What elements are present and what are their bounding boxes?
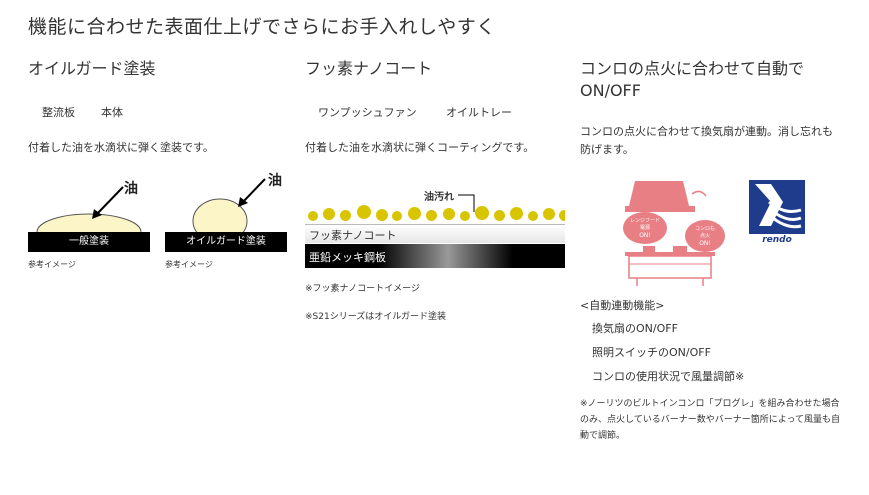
- auto-onoff-heading-line2: ON/OFF: [580, 81, 641, 100]
- arrow-oilguard: [241, 178, 266, 204]
- page-title: 機能に合わせた表面仕上げでさらにお手入れしやすく: [28, 16, 496, 38]
- auto-onoff-description: コンロの点火に合わせて換気扇が連動。消し忘れも防げます。: [580, 125, 833, 156]
- bar-general-paint: 一般塗装: [28, 232, 150, 252]
- range-hood-shape: [629, 181, 689, 206]
- rendo-logo-mark: [755, 184, 802, 229]
- bubble-right-line3: ON!: [699, 240, 711, 247]
- s21-series-note: ※S21シリーズはオイルガード塗装: [305, 312, 446, 322]
- part-label-hontai: 本体: [101, 106, 123, 119]
- bubble-hood-on: [623, 212, 667, 244]
- auto-onoff-heading-line1: コンロの点火に合わせて自動で: [580, 59, 805, 78]
- fluoro-coat-layer: フッ素ナノコート: [305, 224, 565, 243]
- oil-label-oilguard: 油: [268, 173, 282, 189]
- nanocoat-description: 付着した油を水滴状に弾くコーティングです。: [305, 141, 535, 154]
- auto-function-title: <自動連動機能>: [580, 299, 665, 312]
- kitchen-illustration: レンジフード 電源 ON! コンロも 点火 ON!: [623, 181, 725, 286]
- part-label-seiryuban: 整流板: [42, 106, 75, 119]
- bubble-left-line1: レンジフード: [630, 218, 660, 224]
- function-item-airflow: コンロの使用状況で風量調節※: [592, 370, 745, 383]
- oil-stain-pointer: [458, 194, 475, 212]
- fluoro-nanocoat-heading: フッ素ナノコート: [305, 59, 433, 78]
- oil-droplets-row: [305, 205, 565, 227]
- part-label-fan: ワンプッシュファン: [318, 106, 417, 119]
- bubble-left-line2: 電源: [640, 224, 650, 231]
- oil-label-general: 油: [124, 181, 138, 197]
- bar-oilguard-paint: オイルガード塗装: [165, 232, 287, 252]
- reference-note-right: 参考イメージ: [165, 260, 213, 269]
- bubble-stove-on: [685, 220, 725, 252]
- bubble-left-line3: ON!: [639, 232, 651, 239]
- function-item-light: 照明スイッチのON/OFF: [592, 346, 711, 359]
- cabinet: [628, 255, 712, 279]
- bubble-right-line1: コンロも: [695, 226, 715, 232]
- galvanized-steel-layer: 亜鉛メッキ鋼板: [305, 244, 565, 268]
- oil-stain-label: 油汚れ: [424, 192, 454, 203]
- steel-label: 亜鉛メッキ鋼板: [309, 251, 386, 264]
- function-item-fan: 換気扇のON/OFF: [592, 322, 678, 335]
- bubble-right-line2: 点火: [700, 233, 710, 239]
- nanocoat-image-note: ※フッ素ナノコートイメージ: [305, 284, 420, 294]
- prog-re-footnote: ※ノーリツのビルトインコンロ「プログレ」を組み合わせた場合のみ、点火しているバー…: [580, 399, 841, 441]
- oilguard-description: 付着した油を水滴状に弾く塗装です。: [28, 141, 214, 154]
- oilguard-heading: オイルガード塗装: [28, 59, 156, 78]
- arrow-general: [95, 186, 124, 216]
- part-label-oiltray: オイルトレー: [446, 106, 512, 119]
- rendo-logo-text: rendo: [749, 234, 805, 246]
- fluoro-coat-label: フッ素ナノコート: [309, 229, 397, 242]
- reference-note-left: 参考イメージ: [28, 260, 76, 269]
- countertop: [625, 252, 715, 256]
